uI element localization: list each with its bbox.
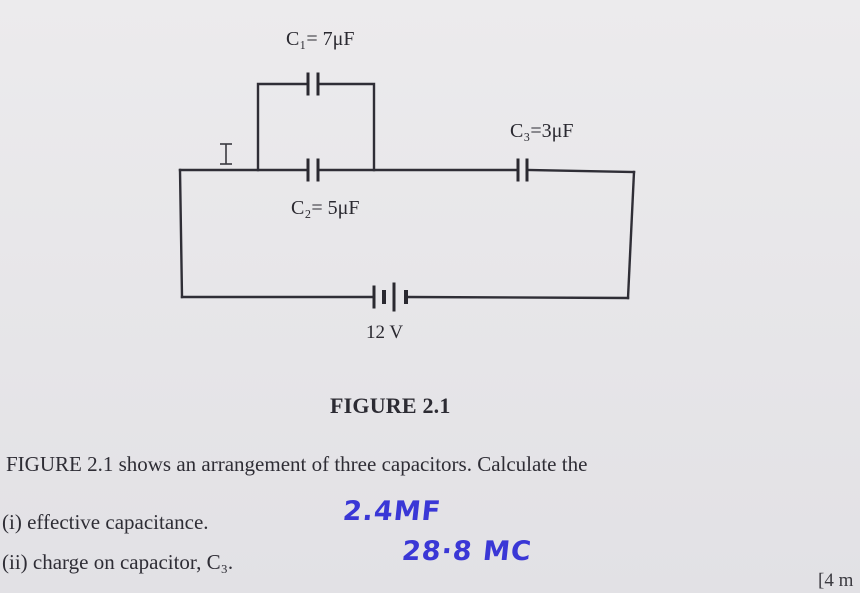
voltage-label: 12 V: [366, 322, 404, 343]
question-intro: FIGURE 2.1 shows an arrangement of three…: [6, 452, 588, 476]
c1-label: C₁= 7μF: [286, 28, 355, 50]
wire-bottom-right: [404, 295, 630, 300]
marks-label: [4 m: [818, 570, 854, 591]
question-part-i: (i) effective capacitance.: [2, 510, 209, 534]
wire-top-right: [525, 168, 636, 174]
figure-caption: FIGURE 2.1: [330, 393, 451, 418]
text-cursor-mark: [220, 143, 232, 165]
wire-c1-branch: [256, 82, 310, 172]
handwritten-answer-i: 2.4MF: [341, 496, 443, 527]
c2-label: C₂= 5μF: [291, 197, 360, 219]
handwritten-answer-ii: 28·8 MC: [400, 536, 534, 567]
wire-c1-branch-right: [316, 82, 376, 172]
wire-left-side: [178, 168, 184, 299]
wire-right-side: [626, 170, 636, 300]
question-part-ii: (ii) charge on capacitor, C₃.: [2, 550, 234, 574]
c3-label: C₃=3μF: [510, 120, 574, 142]
